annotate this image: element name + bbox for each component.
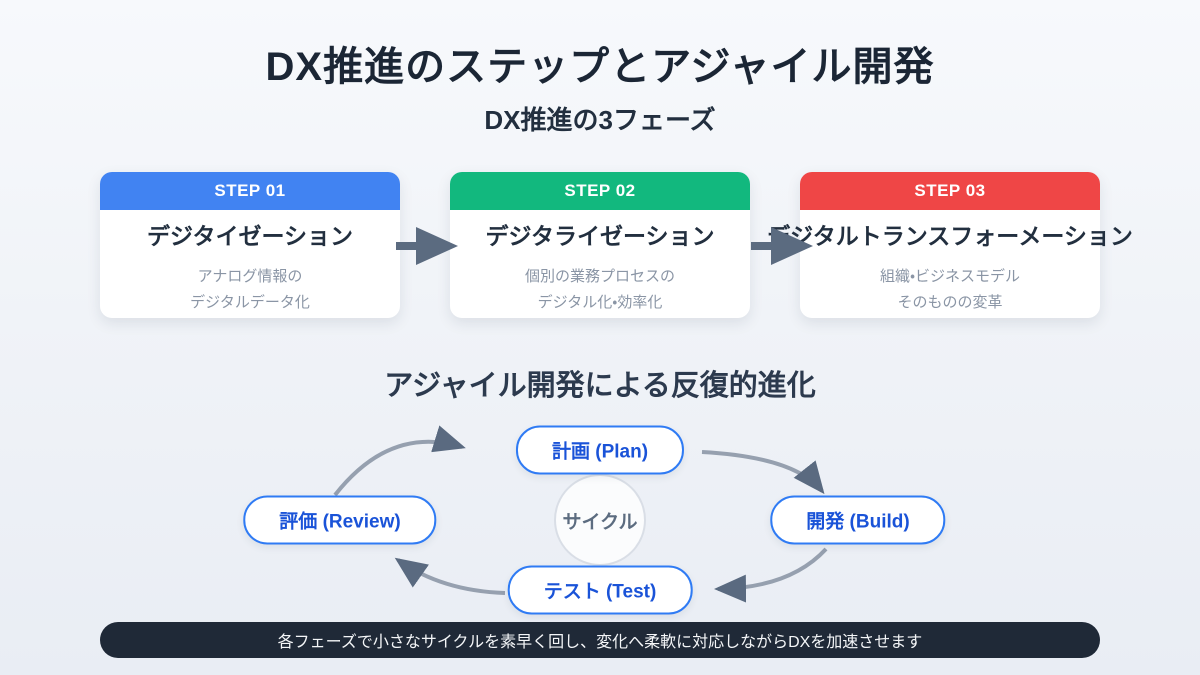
step-card-02: STEP 02 デジタライゼーション 個別の業務プロセスの デジタル化・効率化 xyxy=(450,172,750,318)
step-02-title: デジタライゼーション xyxy=(485,223,715,249)
step-01-badge: STEP 01 xyxy=(100,172,400,210)
step-02-description: 個別の業務プロセスの デジタル化・効率化 xyxy=(524,268,675,312)
page-subtitle: DX推進の3フェーズ xyxy=(484,105,716,135)
right-arrow-icon xyxy=(396,227,458,265)
step-03-badge: STEP 03 xyxy=(800,172,1100,210)
step-01-title: デジタイゼーション xyxy=(146,223,354,249)
cycle-section-title: アジャイル開発による反復的進化 xyxy=(384,370,816,402)
cycle-arrows xyxy=(333,425,828,603)
step-01-description: アナログ情報の デジタルデータ化 xyxy=(190,268,310,312)
step-card-01: STEP 01 デジタイゼーション アナログ情報の デジタルデータ化 xyxy=(100,172,400,318)
step-card-03: STEP 03 デジタルトランスフォーメーション 組織・ビジネスモデル そのもの… xyxy=(767,172,1133,318)
cycle-center-label: サイクル xyxy=(554,474,646,566)
agile-cycle-diagram: サイクル 計画 (Plan) 開発 (Build) テスト (Test) 評価 … xyxy=(0,405,1200,640)
page-title: DX推進のステップとアジャイル開発 xyxy=(265,45,935,89)
cycle-node-test: テスト (Test) xyxy=(507,565,693,615)
step-03-description: 組織・ビジネスモデル そのものの変革 xyxy=(879,268,1021,312)
cycle-node-plan: 計画 (Plan) xyxy=(515,425,685,475)
step-02-badge: STEP 02 xyxy=(450,172,750,210)
step-03-title: デジタルトランスフォーメーション xyxy=(767,223,1133,249)
right-arrow-icon xyxy=(751,227,813,265)
cycle-node-review: 評価 (Review) xyxy=(243,495,437,545)
cycle-node-build: 開発 (Build) xyxy=(770,495,946,545)
footer-note: 各フェーズで小さなサイクルを素早く回し、変化へ柔軟に対応しながらDXを加速させま… xyxy=(100,622,1100,658)
